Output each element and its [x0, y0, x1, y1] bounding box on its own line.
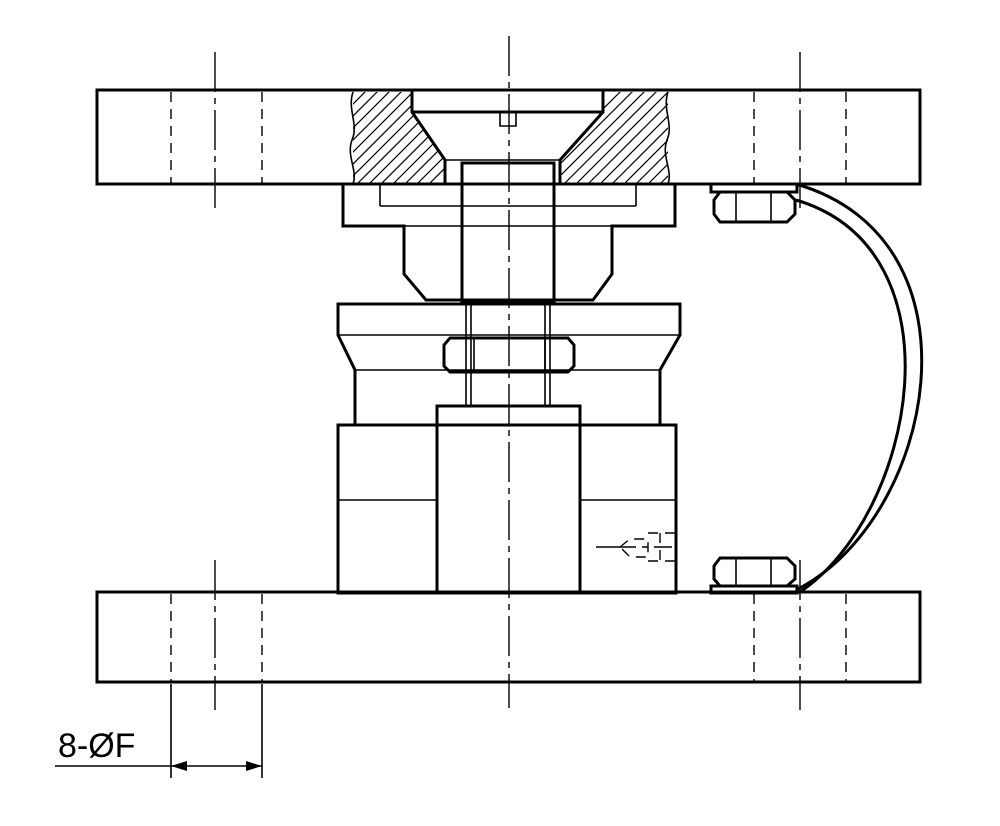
loading-cone [410, 90, 605, 184]
hole-callout-label: 8-ØF [58, 727, 135, 765]
cable-gland [596, 532, 676, 562]
hex-nut [442, 336, 576, 374]
grounding-strap [795, 182, 924, 594]
hole-dimension: 8-ØF [55, 684, 263, 778]
centerlines [214, 36, 801, 710]
lower-strap-bolt [709, 556, 799, 595]
top-plate-section-hatch [349, 91, 671, 185]
hidden-mounting-holes [170, 92, 847, 682]
upper-strap-bolt [709, 182, 799, 224]
load-cell-body [336, 404, 678, 595]
